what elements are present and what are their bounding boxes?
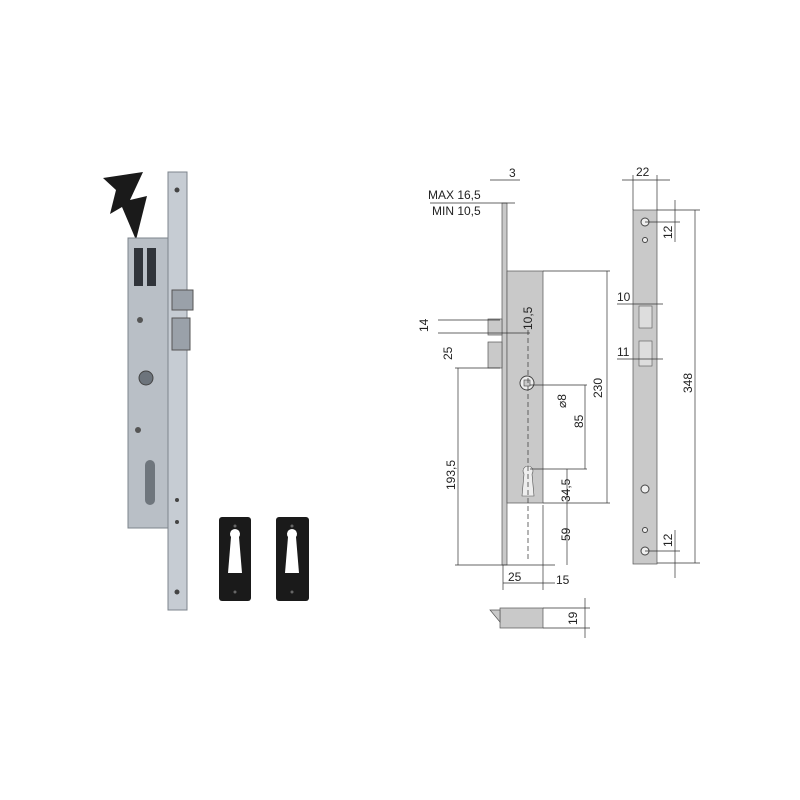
dim-bolt-slot: 11 (617, 345, 630, 359)
dim-faceplate-length: 348 (681, 373, 695, 393)
escutcheon-right (276, 517, 309, 601)
dim-case-height: 230 (591, 378, 605, 398)
dim-bottom-hole-offset: 12 (661, 533, 675, 547)
latch (171, 289, 194, 311)
front-view-drawing: 3 MAX 16,5 MIN 10,5 14 25 10,5 193,5 ⌀8 … (417, 166, 610, 638)
dim-latch-offset: 10,5 (521, 306, 535, 330)
dim-follower-to-cylinder: 85 (572, 414, 586, 428)
dim-bolt-width: 19 (566, 611, 580, 625)
dim-backset: 25 (508, 570, 522, 584)
faceplate (167, 171, 188, 611)
side-view-drawing: 22 12 10 11 348 12 (617, 165, 700, 578)
dim-latch-slot: 10 (617, 290, 631, 304)
dim-top-hole-offset: 12 (661, 225, 675, 239)
dim-bolt-to-bottom: 193,5 (444, 460, 458, 490)
dim-follower-square: ⌀8 (555, 394, 569, 408)
dim-cylinder-to-case-bottom: 34,5 (559, 478, 573, 502)
dim-case-extra: 15 (556, 573, 570, 587)
dim-max-backset: MAX 16,5 (428, 188, 481, 202)
dim-case-bottom-to-end: 59 (559, 527, 573, 541)
dim-min-backset: MIN 10,5 (432, 204, 481, 218)
dim-latch-height: 14 (417, 318, 431, 332)
dim-faceplate-width: 22 (636, 165, 650, 179)
dim-faceplate-thickness: 3 (509, 166, 516, 180)
deadbolt (171, 317, 191, 351)
dim-bolt-height: 25 (441, 346, 455, 360)
escutcheon-left (219, 517, 251, 601)
lock-photo (127, 171, 194, 611)
lightning-bolt-icon (103, 172, 147, 240)
